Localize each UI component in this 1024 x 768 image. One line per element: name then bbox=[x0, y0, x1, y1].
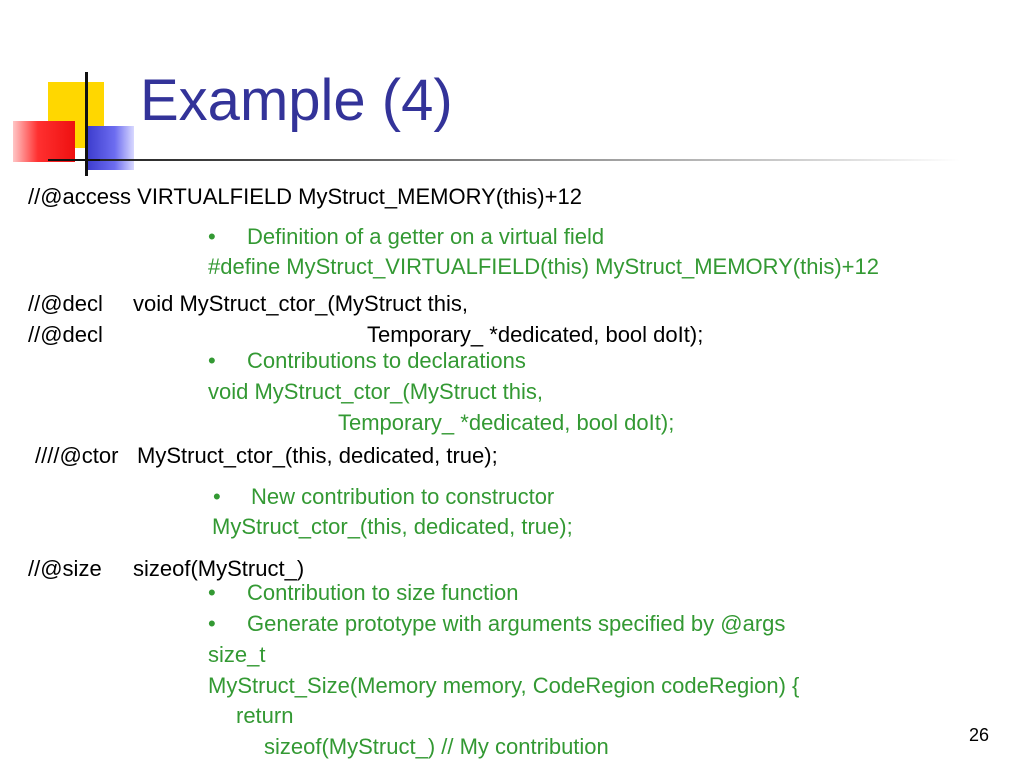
ctor-bullet-text: New contribution to constructor bbox=[251, 484, 555, 509]
size-code-line-2: MyStruct_Size(Memory memory, CodeRegion … bbox=[208, 673, 800, 698]
decl-tag-1: //@decl bbox=[28, 291, 103, 316]
blue-square-decoration bbox=[86, 126, 134, 170]
page-number: 26 bbox=[969, 725, 990, 745]
decl-code-2: Temporary_ *dedicated, bool doIt); bbox=[367, 322, 704, 347]
bullet-icon: • bbox=[208, 580, 216, 605]
bullet-icon: • bbox=[213, 484, 221, 509]
ctor-code: MyStruct_ctor_(this, dedicated, true); bbox=[137, 443, 498, 468]
access-define-line: #define MyStruct_VIRTUALFIELD(this) MySt… bbox=[208, 254, 879, 279]
ctor-tag: ////@ctor bbox=[35, 443, 119, 468]
size-bullet-text-1: Contribution to size function bbox=[247, 580, 519, 605]
size-code-line-1: size_t bbox=[208, 642, 266, 667]
short-rule-decoration bbox=[48, 159, 108, 161]
title-underline-rule bbox=[100, 159, 960, 161]
decl-bullet-text: Contributions to declarations bbox=[247, 348, 526, 373]
red-square-decoration bbox=[13, 121, 75, 162]
bullet-icon: • bbox=[208, 224, 216, 249]
size-tag: //@size bbox=[28, 556, 102, 581]
access-bullet-text: Definition of a getter on a virtual fiel… bbox=[247, 224, 605, 249]
vertical-rule-decoration bbox=[85, 72, 88, 176]
decl-signature-2: Temporary_ *dedicated, bool doIt); bbox=[338, 410, 675, 435]
slide-title: Example (4) bbox=[140, 68, 453, 133]
ctor-call-line: MyStruct_ctor_(this, dedicated, true); bbox=[212, 514, 573, 539]
decl-code-1: void MyStruct_ctor_(MyStruct this, bbox=[133, 291, 468, 316]
decl-tag-2: //@decl bbox=[28, 322, 103, 347]
size-code: sizeof(MyStruct_) bbox=[133, 556, 305, 581]
size-code-line-3: return bbox=[236, 703, 294, 728]
size-code-line-4: sizeof(MyStruct_) // My contribution bbox=[264, 734, 609, 759]
decl-signature-1: void MyStruct_ctor_(MyStruct this, bbox=[208, 379, 543, 404]
size-bullet-text-2: Generate prototype with arguments specif… bbox=[247, 611, 786, 636]
bullet-icon: • bbox=[208, 348, 216, 373]
access-annotation-line: //@access VIRTUALFIELD MyStruct_MEMORY(t… bbox=[28, 184, 582, 209]
bullet-icon: • bbox=[208, 611, 216, 636]
